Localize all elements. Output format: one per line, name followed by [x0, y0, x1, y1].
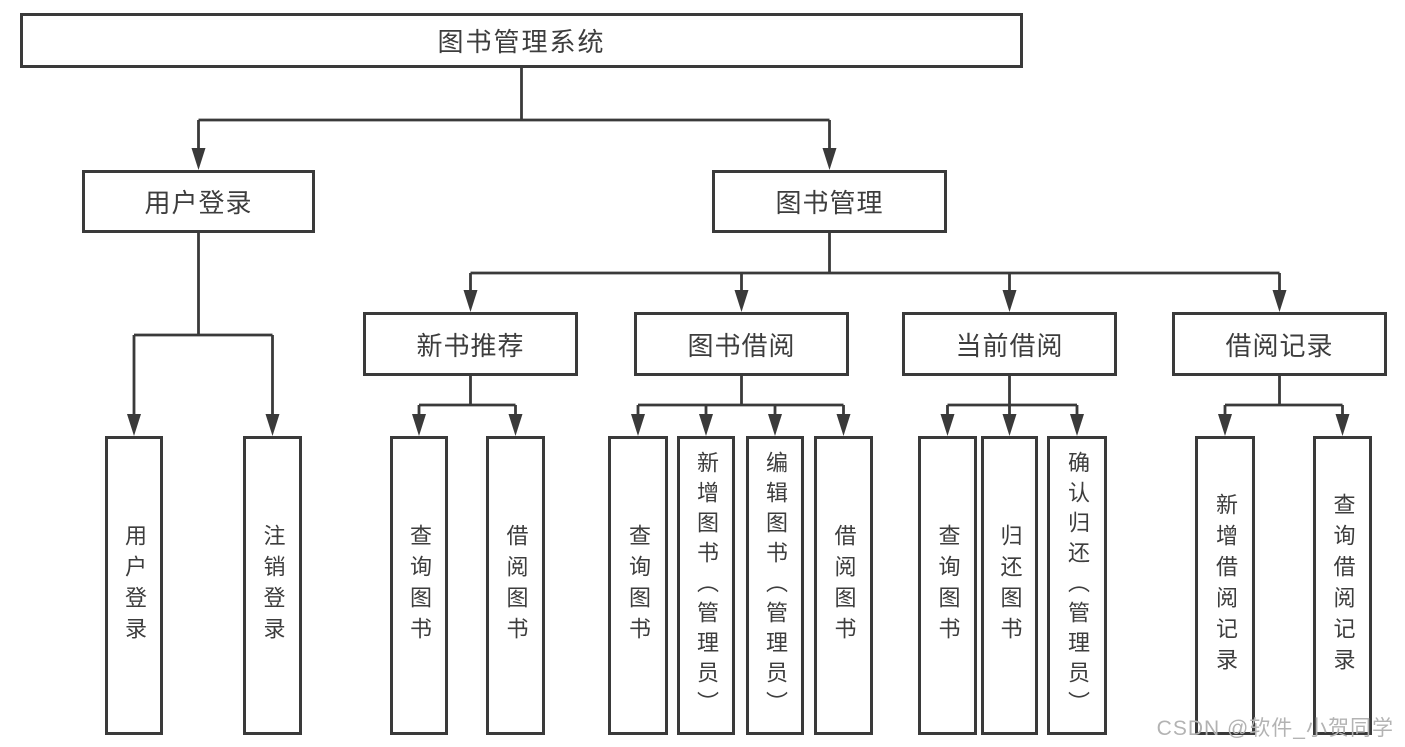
node-label: 用户登录 [144, 188, 253, 218]
node-label: 图书借阅 [687, 330, 796, 361]
leaf-query-borrow-record: 查询借阅记录 [1313, 436, 1372, 735]
leaf-logout: 注销登录 [243, 436, 302, 735]
node-book-management: 图书管理 [712, 170, 947, 233]
node-label: 借阅图书 [503, 523, 529, 648]
node-label: 归还图书 [997, 523, 1023, 648]
csdn-watermark: CSDN @软件_小贺同学 [1156, 717, 1394, 740]
leaf-query-books-recommend: 查询图书 [390, 436, 448, 735]
node-label: 查询借阅记录 [1330, 492, 1356, 679]
leaf-return-books: 归还图书 [981, 436, 1038, 735]
node-label: 借阅记录 [1225, 330, 1334, 361]
connector-arrowheads [127, 148, 1350, 436]
leaf-query-books-current: 查询图书 [918, 436, 977, 735]
node-current-borrow: 当前借阅 [902, 312, 1117, 376]
node-user-login: 用户登录 [82, 170, 315, 233]
node-label: 查询图书 [626, 523, 651, 648]
node-label: 查询图书 [407, 523, 432, 648]
node-label: 当前借阅 [955, 330, 1064, 361]
node-label: 注销登录 [260, 523, 286, 648]
node-book-borrow: 图书借阅 [634, 312, 849, 376]
node-label: 新增借阅记录 [1213, 492, 1238, 679]
leaf-edit-books-admin: 编辑图书（管理员） [746, 436, 804, 735]
node-label: 编辑图书（管理员） [763, 450, 788, 721]
leaf-borrow-books: 借阅图书 [814, 436, 873, 735]
node-new-book-recommend: 新书推荐 [363, 312, 578, 376]
node-label: 借阅图书 [831, 523, 857, 648]
leaf-add-borrow-record: 新增借阅记录 [1195, 436, 1255, 735]
node-label: 用户登录 [122, 523, 147, 648]
leaf-confirm-return-admin: 确认归还（管理员） [1047, 436, 1107, 735]
node-library-management-system: 图书管理系统 [20, 13, 1023, 68]
node-label: 图书管理系统 [437, 27, 606, 57]
node-label: 新增图书（管理员） [694, 450, 719, 721]
leaf-borrow-books-recommend: 借阅图书 [486, 436, 545, 735]
leaf-user-login: 用户登录 [105, 436, 163, 735]
connector-shafts [132, 68, 1344, 422]
leaf-query-books-borrow: 查询图书 [608, 436, 668, 735]
node-label: 新书推荐 [416, 330, 525, 361]
node-label: 查询图书 [935, 523, 961, 648]
node-label: 确认归还（管理员） [1065, 450, 1090, 721]
node-label: 图书管理 [775, 188, 884, 218]
leaf-add-books-admin: 新增图书（管理员） [677, 436, 735, 735]
node-borrow-records: 借阅记录 [1172, 312, 1387, 376]
